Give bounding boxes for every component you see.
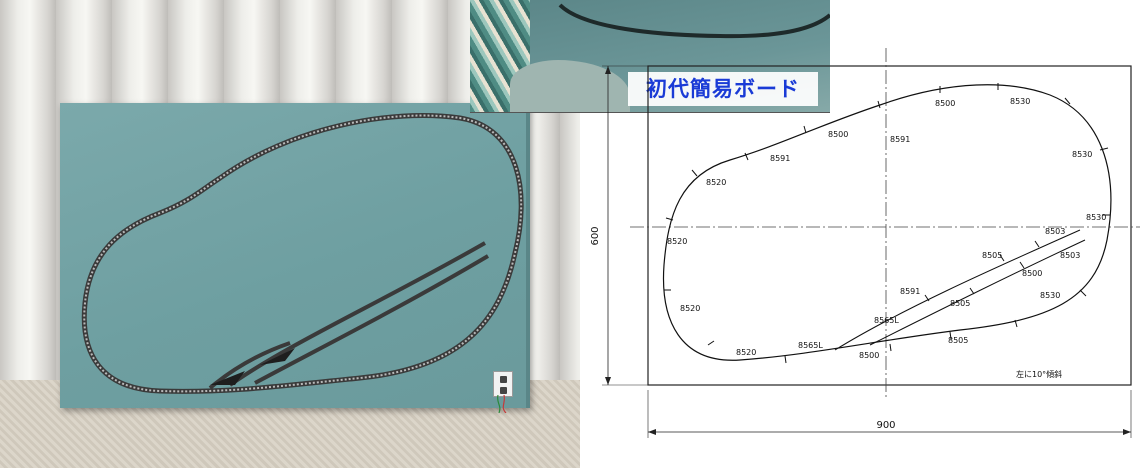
label-8500-left: 8500 — [828, 130, 848, 139]
photo-turnout-2 — [260, 348, 295, 365]
label-8591-siding: 8591 — [900, 287, 920, 296]
label-8505-bottom: 8505 — [948, 336, 968, 345]
wires-icon — [496, 395, 507, 413]
board-outline — [647, 65, 1132, 386]
label-8565L-lower: 8565L — [798, 341, 823, 350]
height-dimension-label: 600 — [590, 226, 601, 245]
photo-siding-1 — [228, 241, 486, 387]
power-switch-box — [493, 371, 513, 397]
label-8530-right: 8530 — [1072, 150, 1092, 159]
label-8520-left: 8520 — [667, 237, 687, 246]
photo-turnout-1 — [210, 371, 245, 385]
photo-track-ties — [83, 114, 523, 393]
label-8520-lower-left: 8520 — [680, 304, 700, 313]
label-8503-lower: 8503 — [1060, 251, 1080, 260]
photo-track-outer — [81, 113, 524, 394]
width-dimension-label: 900 — [876, 420, 895, 431]
label-8530-top: 8530 — [1010, 97, 1030, 106]
label-8591-top: 8591 — [890, 135, 910, 144]
label-8500-right: 8500 — [1022, 269, 1042, 278]
label-8520-upper-left: 8520 — [706, 178, 726, 187]
layout-board — [60, 103, 530, 408]
siding-upper — [834, 229, 1081, 351]
photo-track-icon — [81, 113, 524, 394]
label-8500-bottom: 8500 — [859, 351, 879, 360]
inset-title: 初代簡易ボード — [628, 72, 818, 106]
slope-note: 左に10°傾斜 — [1016, 369, 1062, 379]
siding-lower — [869, 239, 1086, 346]
label-8503-upper: 8503 — [1045, 227, 1065, 236]
plan-drawing: 600 900 8591 8500 8530 8500 — [590, 48, 1140, 438]
photo-siding-2 — [254, 254, 490, 385]
track-joints — [664, 83, 1110, 364]
label-8520-bottom: 8520 — [736, 348, 756, 357]
label-8530-right-center: 8530 — [1086, 213, 1106, 222]
label-8500-top: 8500 — [935, 99, 955, 108]
label-8530-lower-right: 8530 — [1040, 291, 1060, 300]
label-8505-middle: 8505 — [950, 299, 970, 308]
inset-photo: 初代簡易ボード — [470, 0, 830, 113]
label-8505-upper: 8505 — [982, 251, 1002, 260]
inset-track-icon — [558, 3, 830, 39]
label-8565L-upper: 8565L — [874, 316, 899, 325]
label-8591-left: 8591 — [770, 154, 790, 163]
